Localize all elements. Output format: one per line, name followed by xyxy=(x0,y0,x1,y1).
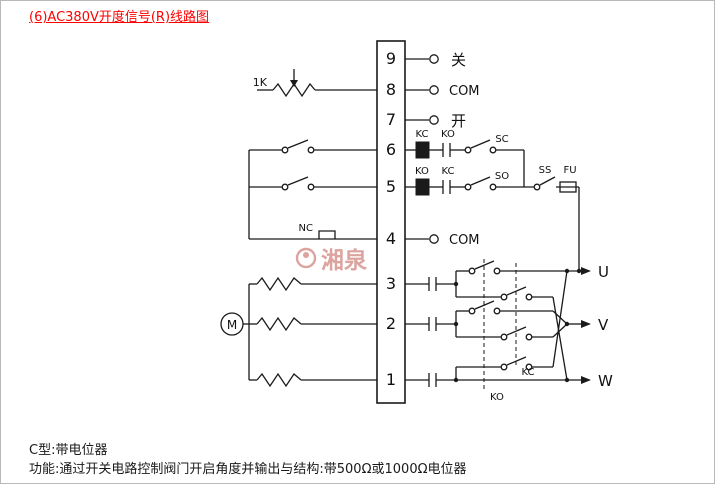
ss-switch-icon xyxy=(533,183,541,191)
switch-contact-icon xyxy=(468,267,476,275)
v-arrow-icon xyxy=(581,320,591,328)
motor-label: M xyxy=(227,318,237,332)
kc-aux-label: KC xyxy=(442,166,455,177)
so-label: SO xyxy=(495,171,509,182)
w-label: W xyxy=(598,372,613,390)
switch-contact-icon xyxy=(500,333,508,341)
winding-zigzag xyxy=(256,276,302,292)
page-title: (6)AC380V开度信号(R)线路图 xyxy=(29,10,210,25)
kc-link-label: KC xyxy=(522,367,535,378)
watermark-logo-icon xyxy=(295,247,317,269)
switch-contact-icon xyxy=(493,267,501,275)
switch-contact-icon xyxy=(489,183,497,191)
terminal-number: 8 xyxy=(386,80,396,99)
winding-zigzag xyxy=(256,316,302,332)
switch-contact-icon xyxy=(281,146,289,154)
com-top-label: COM xyxy=(449,84,480,99)
pot-label: 1K xyxy=(253,76,268,89)
switch-contact-icon xyxy=(525,363,533,371)
switch-contact-icon xyxy=(307,146,315,154)
terminal-number: 5 xyxy=(386,177,396,196)
terminal-number: 9 xyxy=(386,49,396,68)
fu-fuse-icon xyxy=(559,181,577,193)
terminal-number: 6 xyxy=(386,140,396,159)
u-arrow-icon xyxy=(581,267,591,275)
terminal-number: 2 xyxy=(386,314,396,333)
connection-point-icon xyxy=(429,115,439,125)
nc-label: NC xyxy=(299,223,313,234)
terminal-number: 7 xyxy=(386,110,396,129)
footer-function-line: 功能:通过开关电路控制阀门开启角度并输出与结构:带500Ω或1000Ω电位器 xyxy=(29,462,467,477)
ko-link-label: KO xyxy=(490,392,504,403)
sc-label: SC xyxy=(495,134,508,145)
switch-contact-icon xyxy=(464,146,472,154)
switch-contact-icon xyxy=(500,293,508,301)
left-switch-section: NC xyxy=(248,139,377,240)
kc-coil-label: KC xyxy=(416,129,429,140)
switch-contact-icon xyxy=(489,146,497,154)
watermark: 湘泉 xyxy=(294,241,367,275)
switch-contact-icon xyxy=(468,307,476,315)
switch-contact-icon xyxy=(281,183,289,191)
switch-contact-icon xyxy=(525,293,533,301)
winding-zigzag xyxy=(256,372,302,388)
com-mid-label: COM xyxy=(449,233,480,248)
footer-type-line: C型:带电位器 xyxy=(29,443,108,458)
reversing-network: KO KC U V W xyxy=(405,259,613,403)
open-control-row: KO KC SO SS FU xyxy=(405,165,582,274)
nc-contact-icon xyxy=(318,230,336,239)
ko-aux-label: KO xyxy=(441,129,455,140)
w-arrow-icon xyxy=(581,376,591,384)
switch-contact-icon xyxy=(464,183,472,191)
connection-point-icon xyxy=(429,54,439,64)
switch-contact-icon xyxy=(500,363,508,371)
switch-contact-icon xyxy=(525,333,533,341)
close-control-row: KC KO SC xyxy=(405,129,525,187)
kc-coil xyxy=(415,141,430,159)
connection-point-icon xyxy=(429,234,439,244)
motor-section: M xyxy=(220,276,377,388)
switch-contact-icon xyxy=(307,183,315,191)
switch-contact-icon xyxy=(493,307,501,315)
ss-label: SS xyxy=(539,165,552,176)
ko-coil xyxy=(415,178,430,196)
fu-label: FU xyxy=(563,165,576,176)
watermark-text: 湘泉 xyxy=(321,248,367,274)
u-label: U xyxy=(598,263,609,281)
signal-terminals: 关 COM 开 COM xyxy=(405,51,480,248)
v-label: V xyxy=(598,316,609,334)
terminal-number: 4 xyxy=(386,229,396,248)
close-label: 关 xyxy=(451,51,466,69)
open-label: 开 xyxy=(451,112,466,130)
terminal-number: 3 xyxy=(386,274,396,293)
potentiometer: 1K xyxy=(253,69,377,98)
terminal-block: 9 8 7 6 5 4 3 2 1 xyxy=(376,40,406,404)
terminal-number: 1 xyxy=(386,370,396,389)
ko-coil-label: KO xyxy=(415,166,429,177)
connection-point-icon xyxy=(429,85,439,95)
